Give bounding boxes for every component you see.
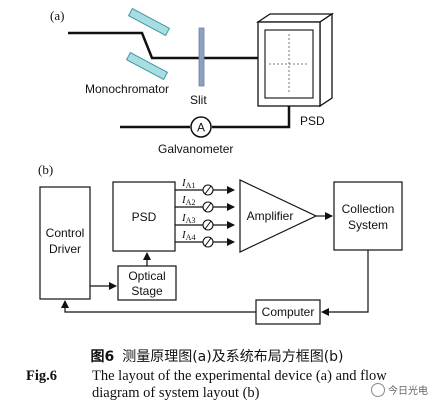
computer-box xyxy=(255,299,321,325)
current-meter-a2-icon xyxy=(202,201,214,213)
caption-cn-text: 测量原理图(a)及系统布局方框图(b) xyxy=(122,349,344,365)
diagram-svg: (a) Monochromator Slit PSD A Galvanomete… xyxy=(38,7,403,325)
psd-block-label: PSD xyxy=(132,210,157,224)
caption-cn-label: 图6 xyxy=(90,349,115,365)
monochromator-mirror-lower xyxy=(125,51,169,81)
galvo-wire-right xyxy=(212,106,291,129)
watermark-logo-icon xyxy=(371,382,385,397)
collection-system-box xyxy=(333,181,403,251)
current-label-a3: IA3 xyxy=(181,212,195,225)
panel-a-label: (a) xyxy=(50,8,64,23)
light-path xyxy=(68,31,252,60)
galvanometer-symbol: A xyxy=(197,121,205,135)
watermark-text: 今日光电 xyxy=(388,386,428,397)
collection-label-2: System xyxy=(348,218,388,232)
control-driver-box xyxy=(39,186,91,300)
caption-en-line2: diagram of system layout (b) xyxy=(92,385,260,401)
caption-en-label: Fig.6 xyxy=(26,368,58,384)
current-meter-a1-icon xyxy=(202,184,214,196)
control-driver-label-2: Driver xyxy=(49,242,81,256)
caption-en: Fig.6 The layout of the experimental devi… xyxy=(26,368,434,402)
amplifier-triangle xyxy=(239,179,318,253)
current-meter-a3-icon xyxy=(202,219,214,231)
amplifier-label: Amplifier xyxy=(247,209,294,223)
collection-label-1: Collection xyxy=(342,202,395,216)
panel-b-label: (b) xyxy=(38,162,53,177)
arrow-computer-to-driver xyxy=(61,300,256,313)
current-label-a2: IA2 xyxy=(181,194,195,207)
psd-label-a: PSD xyxy=(300,114,325,128)
optical-stage-label-1: Optical xyxy=(128,269,165,283)
computer-label: Computer xyxy=(262,305,315,319)
caption-en-line1: The layout of the experimental device (a… xyxy=(92,368,387,384)
slit-label: Slit xyxy=(190,93,207,107)
galvanometer-icon xyxy=(190,116,212,138)
current-label-a4: IA4 xyxy=(181,229,195,242)
slit xyxy=(198,27,205,87)
psd-box-side xyxy=(319,12,333,108)
galvanometer-label: Galvanometer xyxy=(158,142,233,156)
current-label-a1: IA1 xyxy=(181,177,195,190)
watermark: 今日光电 xyxy=(371,382,428,397)
arrow-collection-to-computer xyxy=(321,250,369,316)
monochromator-mirror-upper xyxy=(127,7,171,37)
optical-stage-label-2: Stage xyxy=(131,284,163,298)
control-driver-label-1: Control xyxy=(46,226,85,240)
current-meter-a4-icon xyxy=(202,236,214,248)
monochromator-label: Monochromator xyxy=(85,82,169,96)
psd-block xyxy=(112,181,176,252)
caption-cn: 图6 测量原理图(a)及系统布局方框图(b) xyxy=(0,346,434,366)
